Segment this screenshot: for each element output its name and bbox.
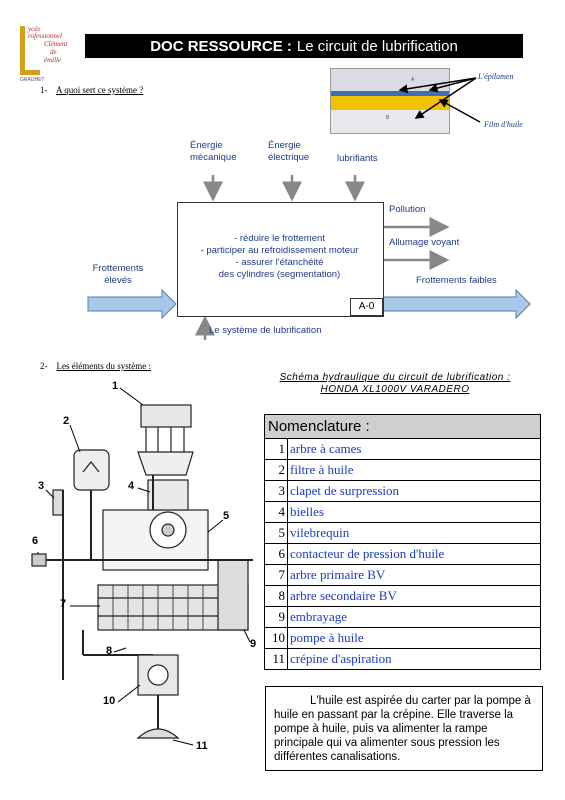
- row-number: 5: [264, 522, 288, 544]
- callout-10: 10: [103, 695, 116, 707]
- row-number: 10: [264, 627, 288, 649]
- callout-2: 2: [63, 415, 70, 427]
- input-energie-electrique-l1: Énergie: [268, 140, 301, 151]
- nomenclature-header: Nomenclature :: [264, 414, 541, 439]
- callout-5: 5: [223, 510, 230, 522]
- output-pollution: Pollution: [389, 204, 426, 215]
- schema-title-line-1: Schéma hydraulique du circuit de lubrifi…: [279, 372, 511, 383]
- explanation-box: L'huile est aspirée du carter par la pom…: [265, 686, 543, 771]
- schema-title: Schéma hydraulique du circuit de lubrifi…: [245, 372, 545, 396]
- row-label: clapet de surpression: [287, 480, 541, 502]
- sadt-code: A-0: [350, 298, 383, 316]
- sadt-mechanism: Le système de lubrification: [209, 325, 322, 336]
- row-number: 9: [264, 606, 288, 628]
- row-number: 4: [264, 501, 288, 523]
- question-2-number: 2-: [40, 361, 48, 371]
- input-frottements-l2: élevés: [104, 275, 132, 286]
- film-letter-a: A: [411, 77, 415, 83]
- question-1-number: 1-: [40, 85, 48, 95]
- question-1-text: A quoi sert ce système ?: [56, 85, 144, 95]
- callout-11: 11: [196, 740, 208, 752]
- input-energie-electrique-l2: électrique: [268, 152, 310, 163]
- input-energie-mecanique: Énergie mécanique: [190, 140, 236, 164]
- sadt-box-text: - réduire le frottement - participer au …: [177, 233, 382, 281]
- row-number: 1: [264, 438, 288, 460]
- output-allumage-voyant: Allumage voyant: [389, 237, 460, 248]
- row-label: bielles: [287, 501, 541, 523]
- box-line-1: - réduire le frottement: [234, 233, 325, 244]
- oil-film-picture: A B: [330, 68, 450, 134]
- row-label: pompe à huile: [287, 627, 541, 649]
- hydraulic-schematic: 1 2 3 4 5 6 7 8 9 10 11: [8, 380, 263, 790]
- callout-1: 1: [112, 380, 119, 392]
- film-label-huile: Film d'huile: [484, 120, 523, 129]
- school-logo: ycée rofessionnel Clément de émille GRAU…: [20, 22, 80, 84]
- row-number: 6: [264, 543, 288, 565]
- row-label: arbre secondaire BV: [287, 585, 541, 607]
- explanation-text: L'huile est aspirée du carter par la pom…: [274, 695, 531, 763]
- logo-text-2: rofessionnel: [28, 32, 62, 40]
- film-label-epilamen: L'épilamen: [478, 72, 514, 81]
- logo-text-4: de: [50, 48, 57, 56]
- row-number: 8: [264, 585, 288, 607]
- logo-text-1: ycée: [28, 25, 41, 33]
- row-label: vilebrequin: [287, 522, 541, 544]
- film-arrows: [398, 77, 481, 123]
- callout-9: 9: [250, 638, 257, 650]
- question-2: 2- Les éléments du système :: [40, 361, 151, 371]
- input-frottements-eleves: Frottements élevés: [86, 263, 150, 287]
- callout-6: 6: [32, 535, 39, 547]
- row-label: contacteur de pression d'huile: [287, 543, 541, 565]
- title-rest: Le circuit de lubrification: [296, 37, 458, 55]
- sadt-arrows: [87, 175, 531, 340]
- sadt-function-box: [177, 202, 384, 317]
- row-label: embrayage: [287, 606, 541, 628]
- title-bold: DOC RESSOURCE :: [150, 37, 292, 55]
- row-number: 2: [264, 459, 288, 481]
- box-line-4: des cylindres (segmentation): [218, 269, 341, 280]
- logo-text-3: Clément: [44, 40, 68, 48]
- row-number: 7: [264, 564, 288, 586]
- row-number: 3: [264, 480, 288, 502]
- box-line-2: - participer au refroidissement moteur: [200, 245, 359, 256]
- input-energie-mecanique-l1: Énergie: [190, 140, 223, 151]
- film-letter-b: B: [386, 115, 390, 121]
- row-label: filtre à huile: [287, 459, 541, 481]
- logo-small-text: GRAUHET: [20, 77, 45, 83]
- callout-7: 7: [60, 598, 67, 610]
- document-title-bar: DOC RESSOURCE : Le circuit de lubrificat…: [85, 34, 523, 58]
- schema-title-line-2: HONDA XL1000V VARADERO: [320, 384, 470, 395]
- input-energie-mecanique-l2: mécanique: [190, 152, 237, 163]
- output-frottements-faibles: Frottements faibles: [416, 275, 497, 286]
- callout-4: 4: [128, 480, 135, 492]
- logo-text-5: émille: [44, 56, 62, 64]
- input-frottements-l1: Frottements: [92, 263, 144, 274]
- question-1: 1- A quoi sert ce système ?: [40, 85, 143, 95]
- box-line-3: - assurer l'étanchéité: [235, 257, 324, 268]
- callout-8: 8: [106, 645, 113, 657]
- question-2-text: Les éléments du système :: [56, 361, 151, 371]
- callout-3: 3: [38, 480, 45, 492]
- input-energie-electrique: Énergie électrique: [268, 140, 309, 164]
- input-lubrifiants: lubrifiants: [337, 153, 378, 164]
- row-number: 11: [264, 648, 288, 670]
- row-label: crépine d'aspiration: [287, 648, 541, 670]
- row-label: arbre primaire BV: [287, 564, 541, 586]
- row-label: arbre à cames: [287, 438, 541, 460]
